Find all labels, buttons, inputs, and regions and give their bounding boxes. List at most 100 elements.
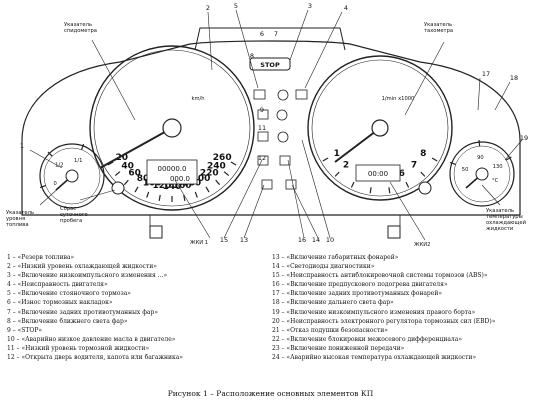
- number-label-17: 17: [482, 70, 490, 78]
- legend-left-item: 1 – «Резерв топлива»: [7, 254, 75, 261]
- legend-left-item: 10 – «Аварийно низкое давление масла в д…: [7, 335, 176, 343]
- legend-right-item: 21 – «Отказ подушки безопасности»: [272, 326, 388, 334]
- tacho-tick-label: 2: [343, 161, 349, 171]
- legend-right-item: 14 – «Светодиоды диагностики»: [272, 263, 375, 271]
- legend-right-item: 23 – «Включение пониженной передачи»: [272, 344, 405, 352]
- speed-tick-label-mark: [230, 161, 237, 166]
- speed-tick-label: 60: [128, 168, 141, 178]
- fuel-tick-label: 0: [53, 181, 56, 187]
- tacho-tick-label-mark: [369, 187, 372, 194]
- temp-tick-label: 130: [493, 164, 503, 170]
- speedometer: 20406080100120140160180200220240260 km/h…: [89, 45, 255, 211]
- speed-tick-label-mark: [183, 194, 186, 202]
- number-label-18: 18: [510, 74, 518, 82]
- temp-tick-label-mark: [505, 156, 512, 161]
- number-label-3: 3: [308, 2, 312, 10]
- instrument-cluster-diagram: STOP 20406080100120140160180200220240260…: [6, 2, 528, 248]
- tachometer-unit: 1/min x1000: [382, 96, 415, 102]
- legend-left-item: 4 – «Неисправность двигателя»: [7, 281, 108, 289]
- number-label-13: 13: [240, 236, 248, 244]
- number-label-11: 11: [258, 124, 266, 132]
- number-label-4: 4: [344, 4, 348, 12]
- legend-right-item: 22 – «Включение блокировки межосевого ди…: [272, 335, 462, 343]
- legend-right-item: 13 – «Включение габаритных фонарей»: [272, 254, 399, 261]
- speed-tick-label-mark: [158, 194, 161, 202]
- legend-right-item: 17 – «Включение задних противотуманных ф…: [272, 290, 442, 298]
- legend-right-item: 18 – «Включение дальнего света фар»: [272, 299, 394, 307]
- speed-tick-label: 80: [137, 174, 150, 184]
- speed-tick-label-mark: [215, 179, 221, 186]
- number-label-8: 8: [250, 52, 254, 60]
- mount-tab-right: [387, 225, 401, 239]
- temp-tick-label: 90: [477, 155, 484, 161]
- speed-tick-label: 20: [116, 153, 129, 163]
- speed-tick-label-mark: [205, 186, 210, 193]
- legend-left-item: 8 – «Включение ближнего света фар»: [7, 317, 128, 325]
- legend-left-item: 7 – «Включение задних противотуманных фа…: [7, 308, 159, 316]
- number-label-14: 14: [312, 236, 320, 244]
- legend-left-item: 11 – «Низкий уровень тормозной жидкости»: [7, 344, 150, 352]
- speedometer-unit: km/h: [191, 96, 204, 102]
- leader-lines: [29, 9, 523, 241]
- speed-tick-label-mark: [146, 191, 150, 198]
- legend-left-item: 12 – «Открыта дверь водителя, капота или…: [7, 354, 184, 362]
- number-label-5: 5: [234, 2, 238, 10]
- stop-indicator-text: STOP: [260, 61, 280, 69]
- tacho-tick-label-mark: [388, 187, 391, 194]
- tacho-tick-label: 8: [420, 149, 426, 159]
- tacho-tick-label: 7: [411, 161, 417, 171]
- stop-indicator-box: [249, 57, 291, 71]
- legend-right-item: 24 – «Аварийно высокая температура охлаж…: [272, 354, 477, 362]
- legend-left-item: 6 – «Износ тормозных накладок»: [7, 299, 113, 307]
- fuel-tick-label-mark: [47, 151, 53, 157]
- speed-tick-label: 140: [163, 182, 182, 192]
- callout-lcd2: ЖКИ2: [414, 242, 430, 248]
- legend-left-item: 2 – «Низкий уровень охлаждающей жидкости…: [7, 263, 157, 271]
- number-label-19: 19: [520, 134, 528, 142]
- speed-tick-label: 200: [192, 174, 211, 184]
- legend-right-item: 16 – «Включение предпускового подогрева …: [272, 281, 448, 289]
- number-label-9: 9: [260, 106, 264, 114]
- number-label-6: 6: [260, 30, 264, 38]
- tacho-tick-label: 6: [399, 169, 405, 179]
- trip-reset-knob[interactable]: [111, 181, 125, 195]
- temperature-unit: °C: [492, 178, 499, 184]
- fuel-tick-label-mark: [81, 143, 85, 150]
- legend-left: 1 – «Резерв топлива» 2 – «Низкий уровень …: [7, 253, 183, 362]
- fuel-tick-label-mark: [39, 185, 46, 189]
- speed-tick-label-mark: [114, 171, 121, 177]
- speed-tick-label: 240: [207, 161, 226, 171]
- legend-left-item: 3 – «Включение низкоимпульсного изменени…: [7, 272, 168, 280]
- number-label-12: 12: [258, 154, 266, 162]
- lcd2-display: [355, 164, 401, 182]
- speed-tick-label-mark: [194, 191, 198, 198]
- tacho-tick-label-mark: [420, 171, 426, 177]
- number-label-10: 10: [326, 236, 334, 244]
- fuel-tick-label: 1/2: [55, 162, 63, 168]
- temp-tick-label-mark: [478, 140, 481, 147]
- number-label-2: 2: [206, 4, 210, 12]
- tacho-tick-label-mark: [431, 157, 438, 162]
- legend-right-item: 15 – «Неисправность антиблокировочной си…: [272, 272, 488, 280]
- speed-tick-label: 120: [153, 181, 172, 191]
- legend-right: 13 – «Включение габаритных фонарей» 14 – …: [272, 253, 495, 362]
- speed-tick-label-mark: [134, 186, 139, 193]
- legend-left-item: 9 – «STOP»: [7, 326, 43, 334]
- tachometer-needle: [334, 127, 381, 163]
- tacho-tick-label: 1: [334, 149, 340, 159]
- warning-lamps: [253, 89, 308, 190]
- number-label-7: 7: [274, 30, 278, 38]
- legend-right-item: 20 – «Неисправность электронного регулят…: [272, 317, 496, 325]
- tacho-tick-label-mark: [405, 181, 410, 188]
- fuel-tick-label: 1/1: [74, 158, 82, 164]
- figure-caption: Рисунок 1 – Расположение основных элемен…: [167, 389, 374, 398]
- legend-right-item: 19 – «Включение низкоимпульсного изменен…: [272, 308, 476, 316]
- right-knob[interactable]: [418, 181, 432, 195]
